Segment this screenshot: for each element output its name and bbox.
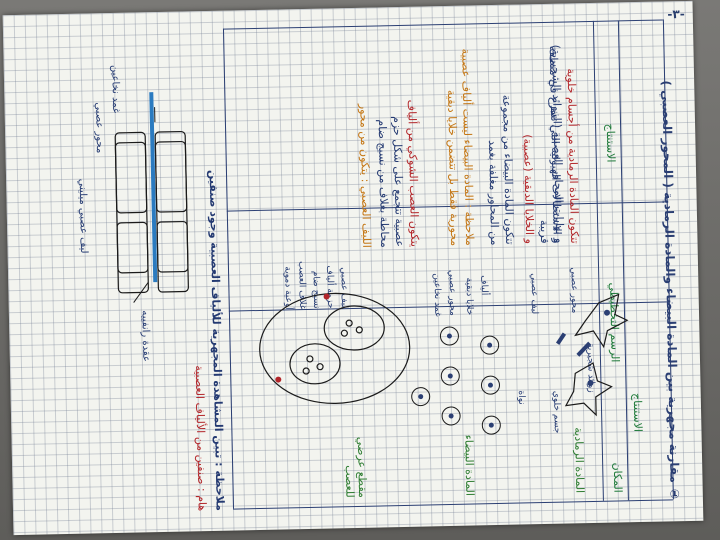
white-matter-axons <box>418 333 494 428</box>
pointer-arrows <box>133 107 156 303</box>
axon-line <box>149 92 158 283</box>
nerve-cross-section <box>259 292 411 405</box>
hand-drawings <box>114 92 629 435</box>
neuron-cell-drawing <box>564 293 629 417</box>
myelinated-fiber-drawing <box>114 130 189 294</box>
axon-marks <box>555 332 592 357</box>
notebook-page: -٣- ① مقارنة مجهرية بين المادة البيضاء و… <box>2 0 704 536</box>
blood-vessel-marks <box>275 293 330 383</box>
white-matter-fibers <box>411 326 501 435</box>
neuron-nucleus <box>587 309 610 387</box>
